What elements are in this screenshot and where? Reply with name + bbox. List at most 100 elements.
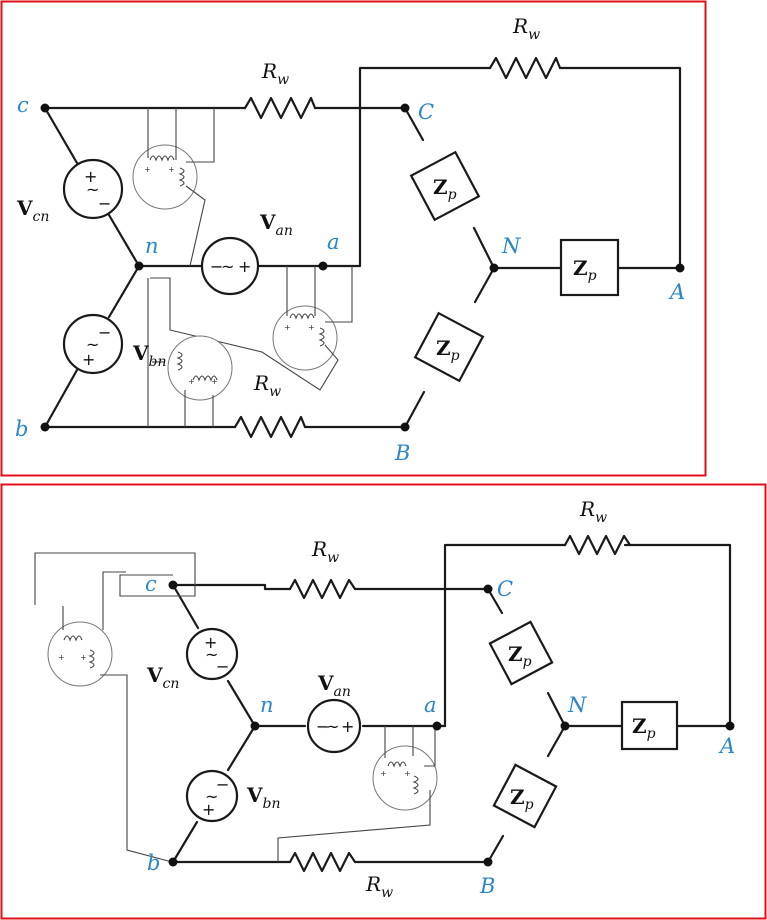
label-rw-bottom: Rw: [253, 371, 281, 400]
wire: [43, 106, 79, 165]
top-panel: + ~ − − ~ + − ~ + ++ ++: [0, 0, 707, 477]
wire: [171, 820, 199, 864]
load-zp-lower: [492, 763, 558, 829]
junction-dot: [168, 580, 178, 590]
label-vcn: Vcn: [16, 196, 49, 225]
junction-dot: [489, 263, 499, 273]
node-label-C: C: [497, 577, 513, 601]
label-rw-mid: Rw: [311, 537, 339, 566]
source-van: − ~ +: [306, 698, 362, 754]
label-van: Van: [259, 210, 293, 239]
wire: [171, 583, 200, 630]
svg-text:+: +: [58, 653, 65, 662]
junction-dot: [134, 261, 144, 271]
label-rw-mid: Rw: [261, 59, 289, 88]
wire: [623, 543, 732, 728]
wire: [472, 226, 496, 270]
load-zp-upper: [488, 620, 554, 686]
wire: [546, 691, 567, 728]
label-rw-bottom: Rw: [365, 872, 393, 901]
label-rw-top: Rw: [512, 14, 540, 43]
svg-text:~: ~: [86, 180, 99, 199]
wire: [486, 587, 504, 615]
junction-dot: [400, 103, 410, 113]
source-vbn: − ~ +: [62, 313, 124, 375]
source-van: − ~ +: [200, 236, 260, 296]
node-label-N: N: [567, 693, 587, 717]
wire: [558, 66, 682, 270]
wire: [443, 543, 567, 728]
label-zp-upper: Zp: [508, 642, 532, 670]
svg-text:+: +: [202, 800, 215, 819]
svg-text:+: +: [308, 323, 315, 332]
source-vcn: + ~ −: [185, 627, 239, 681]
wire: [107, 264, 141, 319]
svg-text:+: +: [380, 769, 387, 778]
node-label-c: c: [17, 93, 29, 117]
resistor-rw-mid: [243, 96, 317, 120]
label-vcn: Vcn: [146, 663, 179, 692]
label-zp-right: Zp: [632, 714, 656, 742]
load-zp-right: [620, 700, 679, 751]
node-label-B: B: [479, 874, 495, 898]
resistor-rw-mid: [288, 578, 357, 600]
wire: [171, 583, 292, 591]
label-vbn: Vbn: [132, 341, 167, 370]
node-label-A: A: [668, 280, 685, 304]
node-label-a: a: [327, 230, 340, 254]
label-zp-upper: Zp: [433, 175, 457, 203]
load-zp-upper: [409, 150, 481, 222]
svg-text:+: +: [82, 350, 95, 369]
node-label-N: N: [501, 234, 521, 258]
svg-text:+: +: [238, 257, 251, 276]
resistor-rw-top: [563, 534, 632, 556]
junction-dot: [483, 584, 493, 594]
label-vbn: Vbn: [246, 783, 281, 812]
node-label-n: n: [145, 234, 159, 258]
label-rw-top: Rw: [579, 497, 607, 526]
junction-dot: [675, 263, 685, 273]
junction-dot: [40, 422, 50, 432]
wire: [43, 368, 79, 429]
label-zp-lower: Zp: [510, 785, 534, 813]
node-label-A: A: [718, 734, 735, 758]
svg-text:+: +: [144, 165, 151, 174]
wire: [321, 66, 492, 268]
junction-dot: [725, 721, 735, 731]
junction-dot: [560, 721, 570, 731]
load-zp-right: [559, 238, 620, 297]
resistor-rw-bottom: [233, 415, 307, 439]
bottom-panel-frame: [0, 483, 767, 920]
load-zp-lower: [413, 311, 485, 383]
top-panel-frame: [0, 0, 707, 477]
junction-dot: [250, 721, 260, 731]
svg-text:+: +: [80, 653, 87, 662]
svg-text:+: +: [84, 167, 97, 186]
wattmeter-icon: ++: [277, 726, 438, 862]
wattmeter-icon: ++: [150, 266, 353, 391]
resistor-rw-top: [488, 56, 562, 80]
wattmeter-icon: ++: [34, 552, 196, 863]
junction-dot: [432, 721, 442, 731]
svg-text:~: ~: [205, 787, 218, 806]
node-label-C: C: [418, 100, 434, 124]
junction-dot: [400, 422, 410, 432]
svg-text:−: −: [316, 717, 329, 736]
svg-text:+: +: [284, 323, 291, 332]
label-van: Van: [317, 671, 351, 700]
svg-text:−: −: [98, 194, 111, 213]
wire: [486, 834, 505, 864]
svg-text:+: +: [404, 769, 411, 778]
node-label-B: B: [394, 441, 410, 465]
node-label-b: b: [15, 417, 28, 441]
svg-text:+: +: [188, 377, 195, 386]
svg-text:~: ~: [326, 717, 339, 736]
svg-text:−: −: [216, 657, 229, 676]
node-label-b: b: [147, 851, 160, 875]
source-vcn: + ~ −: [62, 158, 124, 220]
svg-text:~: ~: [205, 645, 218, 664]
wire: [107, 213, 141, 268]
node-label-c: c: [145, 572, 157, 596]
svg-text:+: +: [204, 633, 217, 652]
